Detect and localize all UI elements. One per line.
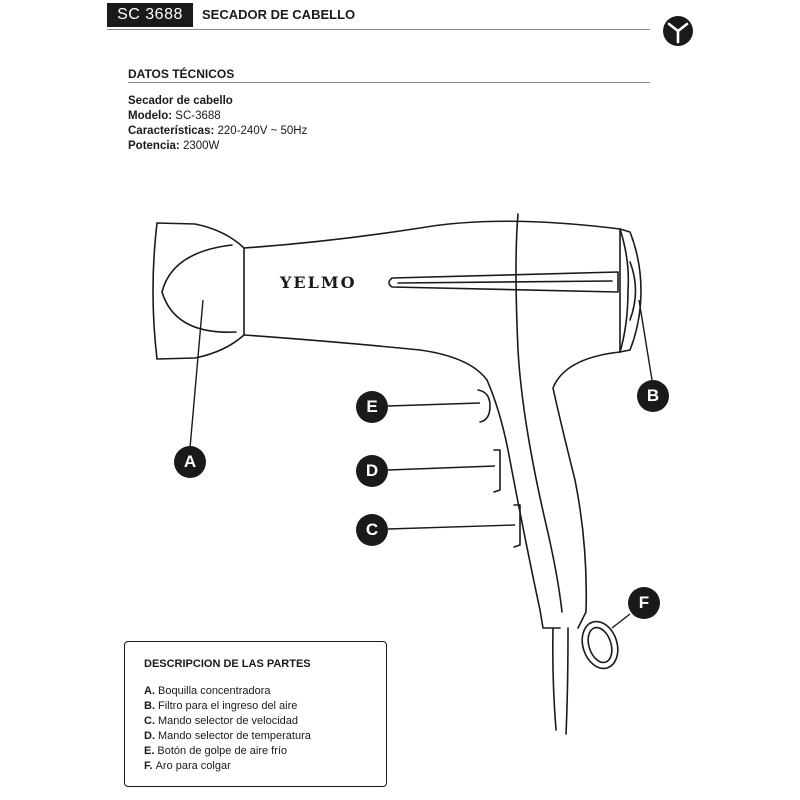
leader-line-f	[611, 613, 631, 629]
callout-b: B	[637, 380, 669, 412]
part-text: Mando selector de velocidad	[158, 715, 299, 727]
part-text: Aro para colgar	[155, 760, 231, 772]
part-key: C.	[144, 715, 155, 727]
leader-line-d	[387, 465, 496, 471]
document-title: SECADOR DE CABELLO	[202, 7, 356, 22]
handle-back-outline	[552, 351, 621, 629]
list-item: D.Mando selector de temperatura	[144, 729, 311, 744]
hanging-ring	[581, 620, 619, 670]
body-bottom-outline	[243, 334, 561, 629]
temp-switch	[493, 449, 501, 493]
leader-line-a	[189, 299, 204, 449]
part-key: F.	[144, 760, 153, 772]
leader-line-c	[387, 524, 516, 530]
spec-list: Secador de cabello Modelo: SC-3688 Carac…	[128, 94, 307, 154]
leader-line-e	[387, 402, 481, 407]
rear-filter	[629, 261, 637, 321]
part-key: B.	[144, 700, 155, 712]
part-text: Filtro para el ingreso del aire	[158, 700, 298, 712]
header-divider	[107, 29, 650, 30]
body-seam	[515, 213, 563, 613]
part-text: Mando selector de temperatura	[158, 730, 311, 742]
brand-wordmark: YELMO	[279, 273, 357, 292]
power-cord	[552, 627, 557, 731]
speed-switch	[513, 504, 521, 548]
cool-shot-button	[477, 389, 491, 423]
parts-list: A.Boquilla concentradora B.Filtro para e…	[144, 684, 311, 774]
spec-value: 2300W	[182, 140, 220, 152]
callout-d: D	[356, 455, 388, 487]
part-key: E.	[144, 745, 155, 757]
nozzle-inner-curve	[161, 244, 237, 333]
vent-slot	[388, 271, 619, 293]
callout-f: F	[628, 587, 660, 619]
body-top-outline	[243, 220, 630, 291]
leader-line-b	[638, 299, 653, 381]
brand-y-logo-icon	[663, 16, 693, 46]
list-item: F.Aro para colgar	[144, 759, 311, 774]
spec-value: SC-3688	[175, 110, 221, 122]
callout-c: C	[356, 514, 388, 546]
spec-label: Potencia:	[128, 140, 180, 152]
part-key: A.	[144, 685, 155, 697]
spec-value: 220-240V ~ 50Hz	[217, 125, 308, 137]
part-text: Botón de golpe de aire frío	[157, 745, 288, 757]
spec-row-characteristics: Características: 220-240V ~ 50Hz	[128, 124, 307, 139]
spec-label: Modelo:	[128, 110, 173, 122]
spec-row-power: Potencia: 2300W	[128, 139, 307, 154]
model-tag: SC 3688	[107, 3, 193, 27]
product-name: Secador de cabello	[128, 95, 233, 107]
rear-cap	[619, 228, 642, 353]
list-item: A.Boquilla concentradora	[144, 684, 311, 699]
section-divider	[128, 82, 650, 83]
spec-row-model: Modelo: SC-3688	[128, 109, 307, 124]
part-text: Boquilla concentradora	[158, 685, 271, 697]
parts-description-box: DESCRIPCION DE LAS PARTES A.Boquilla con…	[124, 641, 387, 787]
spec-label: Características:	[128, 125, 215, 137]
parts-title: DESCRIPCION DE LAS PARTES	[144, 658, 311, 670]
section-title-technical-data: DATOS TÉCNICOS	[128, 67, 235, 81]
callout-a: A	[174, 446, 206, 478]
callout-e: E	[356, 391, 388, 423]
part-key: D.	[144, 730, 155, 742]
list-item: C.Mando selector de velocidad	[144, 714, 311, 729]
list-item: E.Botón de golpe de aire frío	[144, 744, 311, 759]
nozzle-outline	[152, 222, 245, 360]
list-item: B.Filtro para el ingreso del aire	[144, 699, 311, 714]
